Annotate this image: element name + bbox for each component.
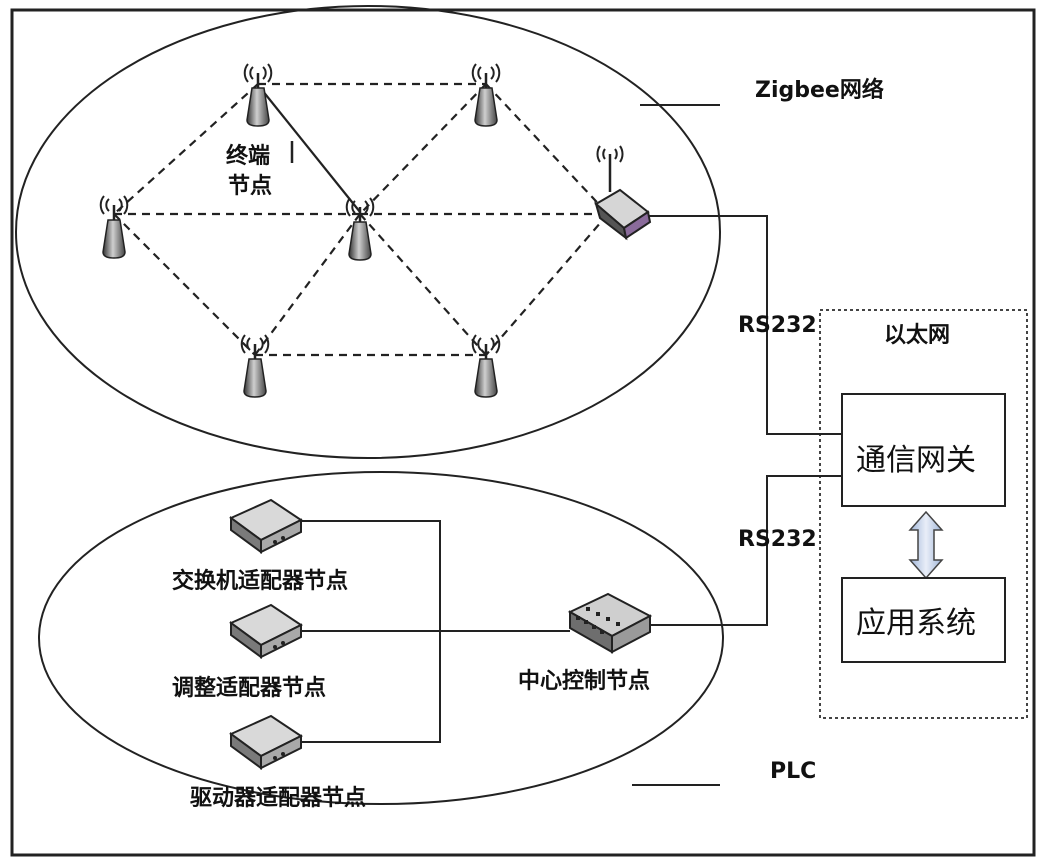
app-system-label: 应用系统	[856, 606, 976, 641]
adjust-adapter-icon	[230, 604, 302, 658]
antenna-icon	[345, 196, 375, 262]
plc-label: PLC	[770, 759, 816, 784]
terminal-link-line	[261, 89, 361, 213]
gateway-label: 通信网关	[856, 443, 976, 478]
ethernet-box	[819, 309, 1028, 719]
zigbee-coordinator-icon	[594, 145, 652, 241]
terminal-node-label-line1: 终端	[226, 143, 270, 169]
antenna-icon	[99, 194, 129, 260]
bidirectional-arrow-icon	[908, 510, 944, 580]
zigbee-network-ellipse	[15, 5, 721, 459]
driver-adapter-icon	[230, 715, 302, 769]
zigbee-label: Zigbee网络	[755, 77, 884, 103]
zigbee-mesh-links	[113, 82, 609, 357]
ethernet-label: 以太网	[884, 323, 950, 348]
center-control-label: 中心控制节点	[518, 668, 650, 694]
driver-adapter-label: 驱动器适配器节点	[190, 785, 366, 811]
rs232-upper-label: RS232	[738, 313, 817, 338]
plc-network-ellipse	[38, 471, 724, 805]
rs232-lower-link	[650, 475, 842, 626]
rs232-upper-link	[648, 215, 842, 435]
gateway-box	[841, 393, 1006, 507]
switch-adapter-icon	[230, 499, 302, 553]
terminal-node-label-line2: 节点	[228, 173, 272, 199]
rs232-lower-label: RS232	[738, 527, 817, 552]
center-control-hub-icon	[567, 592, 653, 654]
app-system-box	[841, 577, 1006, 663]
switch-adapter-label: 交换机适配器节点	[172, 568, 348, 594]
adjust-adapter-label: 调整适配器节点	[172, 675, 326, 701]
outer-frame	[10, 8, 1036, 857]
